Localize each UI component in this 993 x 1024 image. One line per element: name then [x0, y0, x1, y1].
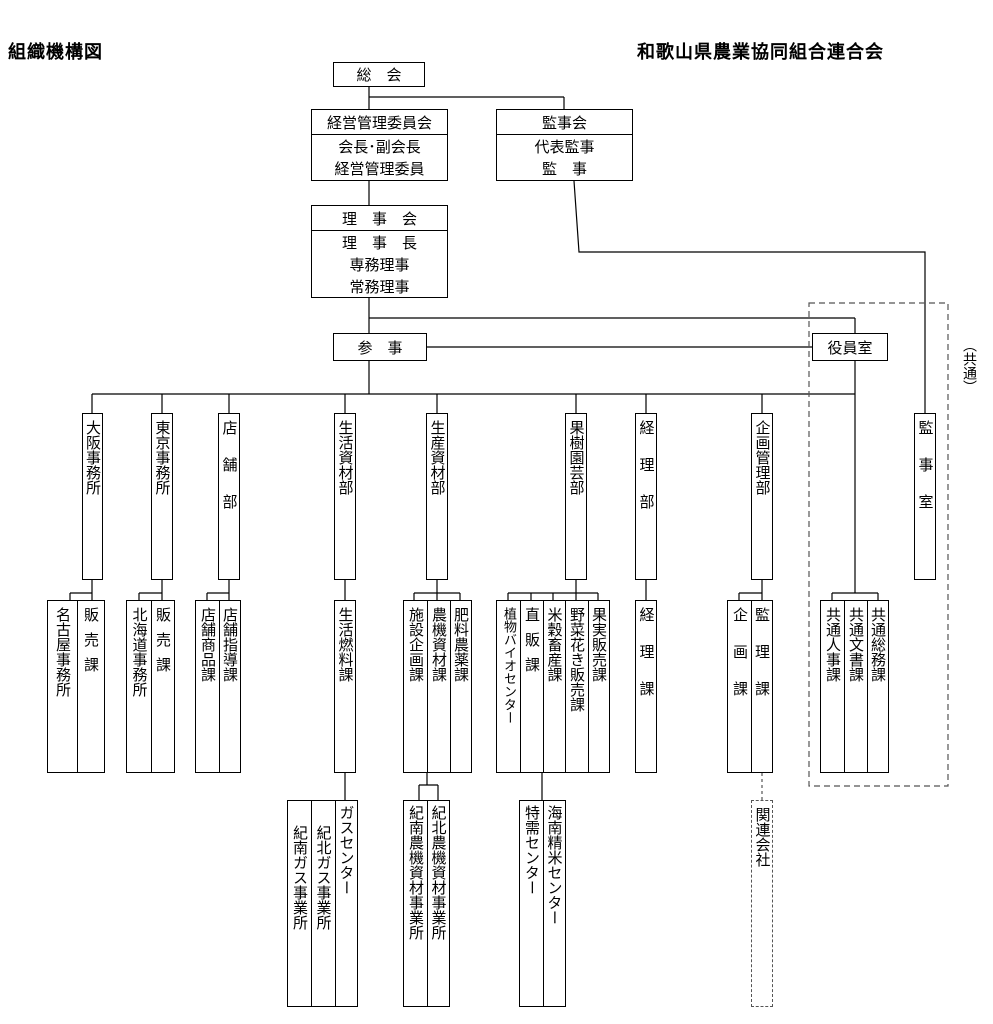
dept-label: 企画管理部 — [753, 420, 772, 495]
general-meeting-label: 総 会 — [356, 66, 402, 84]
section-label: 店舗商品課 — [199, 607, 217, 682]
board-box: 理 事 会 理 事 長 専務理事 常務理事 — [311, 205, 448, 298]
management-committee-box: 経営管理委員会 会長･副会長 経営管理委員 — [311, 109, 448, 181]
subsection-label: 海南精米センター — [545, 805, 564, 925]
subsections-production: 紀南農機資材事業所 紀北農機資材事業所 — [403, 800, 450, 1007]
sections-living: 生活燃料課 — [334, 600, 356, 773]
divider — [497, 134, 632, 135]
subsections-living: 紀南ガス事業所 紀北ガス事業所 ガスセンター — [287, 800, 358, 1007]
subsection-label: 紀北農機資材事業所 — [429, 805, 448, 940]
section-label: 農機資材課 — [430, 607, 448, 682]
section-label: 米穀畜産課 — [545, 607, 564, 682]
dept-label: 生産資材部 — [428, 420, 447, 495]
section-label: 生活燃料課 — [336, 607, 355, 682]
dept-label: 経理部 — [637, 420, 656, 531]
audit-board-title: 監事会 — [541, 113, 587, 132]
common-label: （共通） — [961, 338, 977, 394]
dept-living-materials: 生活資材部 — [334, 413, 356, 580]
section-label: 販売課 — [154, 607, 172, 682]
sections-tokyo: 北海道事務所 販売課 — [126, 600, 175, 773]
sections-osaka: 名古屋事務所 販売課 — [47, 600, 105, 773]
divider — [312, 134, 447, 135]
section-label: 肥料農薬課 — [452, 607, 470, 682]
section-label: 企画課 — [731, 607, 749, 718]
section-label: 施設企画課 — [407, 607, 425, 682]
board-member: 常務理事 — [349, 277, 410, 296]
audit-board-member: 監 事 — [541, 159, 587, 178]
section-label: 共通総務課 — [869, 607, 887, 682]
dept-production-materials: 生産資材部 — [426, 413, 448, 580]
audit-board-box: 監事会 代表監事 監 事 — [496, 109, 633, 181]
dept-fruit-horticulture: 果樹園芸部 — [565, 413, 587, 580]
divider — [312, 230, 447, 231]
dept-osaka-office: 大阪事務所 — [82, 413, 103, 580]
sections-accounting: 経理課 — [635, 600, 657, 773]
section-label: 直販課 — [523, 607, 541, 682]
subsection-label: 紀南ガス事業所 — [291, 825, 309, 930]
board-title: 理 事 会 — [341, 209, 417, 228]
section-label: 共通人事課 — [824, 607, 842, 682]
dept-label: 生活資材部 — [336, 420, 355, 495]
executive-office-box: 役員室 — [812, 333, 888, 361]
board-member: 理 事 長 — [341, 233, 417, 252]
subsection-label: 関連会社 — [753, 807, 772, 867]
organization-name: 和歌山県農業協同組合連合会 — [637, 42, 884, 63]
management-committee-member: 会長･副会長 — [338, 137, 421, 156]
section-label: 野菜花き販売課 — [568, 607, 586, 712]
section-label: 名古屋事務所 — [54, 607, 72, 697]
subsection-label: 特需センター — [523, 805, 541, 895]
management-committee-member: 経営管理委員 — [334, 159, 425, 178]
section-label: 経理課 — [637, 607, 656, 718]
sections-planning: 企画課 監理課 — [727, 600, 773, 773]
sections-store: 店舗商品課 店舗指導課 — [195, 600, 241, 773]
section-label: 植物バイオセンター — [501, 607, 516, 724]
dept-label: 店舗部 — [220, 420, 239, 531]
subsections-fruit: 特需センター 海南精米センター — [519, 800, 566, 1007]
subsection-label: 紀北ガス事業所 — [314, 825, 333, 930]
dept-label: 東京事務所 — [153, 420, 172, 495]
audit-board-member: 代表監事 — [534, 137, 595, 156]
section-label: 北海道事務所 — [130, 607, 149, 697]
section-label: 監理課 — [753, 607, 771, 718]
councilor-label: 参 事 — [357, 338, 403, 357]
general-meeting-box: 総 会 — [333, 62, 425, 87]
dept-label: 監事室 — [916, 420, 935, 531]
dept-audit-office: 監事室 — [914, 413, 936, 580]
executive-office-label: 役員室 — [827, 338, 873, 357]
dept-label: 大阪事務所 — [84, 420, 102, 495]
subsection-label: ガスセンター — [337, 805, 356, 895]
section-label: 共通文書課 — [847, 607, 865, 682]
dept-label: 果樹園芸部 — [567, 420, 586, 495]
section-label: 販売課 — [82, 607, 100, 682]
sections-production: 施設企画課 農機資材課 肥料農薬課 — [403, 600, 472, 773]
management-committee-title: 経営管理委員会 — [326, 113, 432, 132]
sections-executive: 共通人事課 共通文書課 共通総務課 — [820, 600, 889, 773]
dept-accounting: 経理部 — [635, 413, 657, 580]
subsection-label: 紀南農機資材事業所 — [407, 805, 425, 940]
board-member: 専務理事 — [349, 255, 410, 274]
sections-fruit: 植物バイオセンター 直販課 米穀畜産課 野菜花き販売課 果実販売課 — [496, 600, 610, 773]
section-label: 果実販売課 — [590, 607, 608, 682]
dept-planning-management: 企画管理部 — [751, 413, 773, 580]
dept-tokyo-office: 東京事務所 — [151, 413, 173, 580]
councilor-box: 参 事 — [333, 333, 427, 361]
subsections-related-companies: 関連会社 — [751, 800, 773, 1007]
section-label: 店舗指導課 — [221, 607, 239, 682]
dept-store: 店舗部 — [218, 413, 240, 580]
chart-title: 組織機構図 — [8, 42, 103, 63]
